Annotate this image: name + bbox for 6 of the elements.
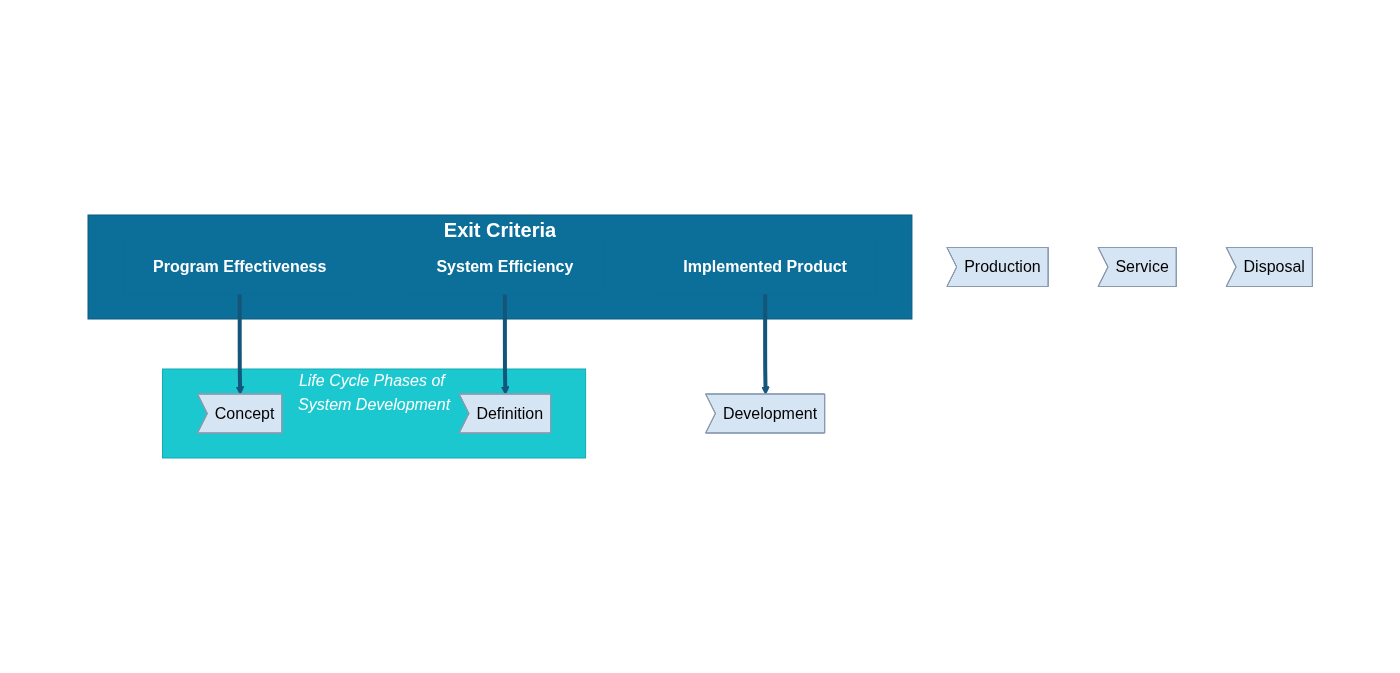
arrow xyxy=(500,294,510,395)
arrow xyxy=(760,294,770,395)
arrow xyxy=(235,294,245,395)
node-text: Implemented Product xyxy=(683,258,847,275)
node-text: Program Effectiveness xyxy=(152,258,327,275)
node-text: System Efficiency xyxy=(436,258,574,275)
